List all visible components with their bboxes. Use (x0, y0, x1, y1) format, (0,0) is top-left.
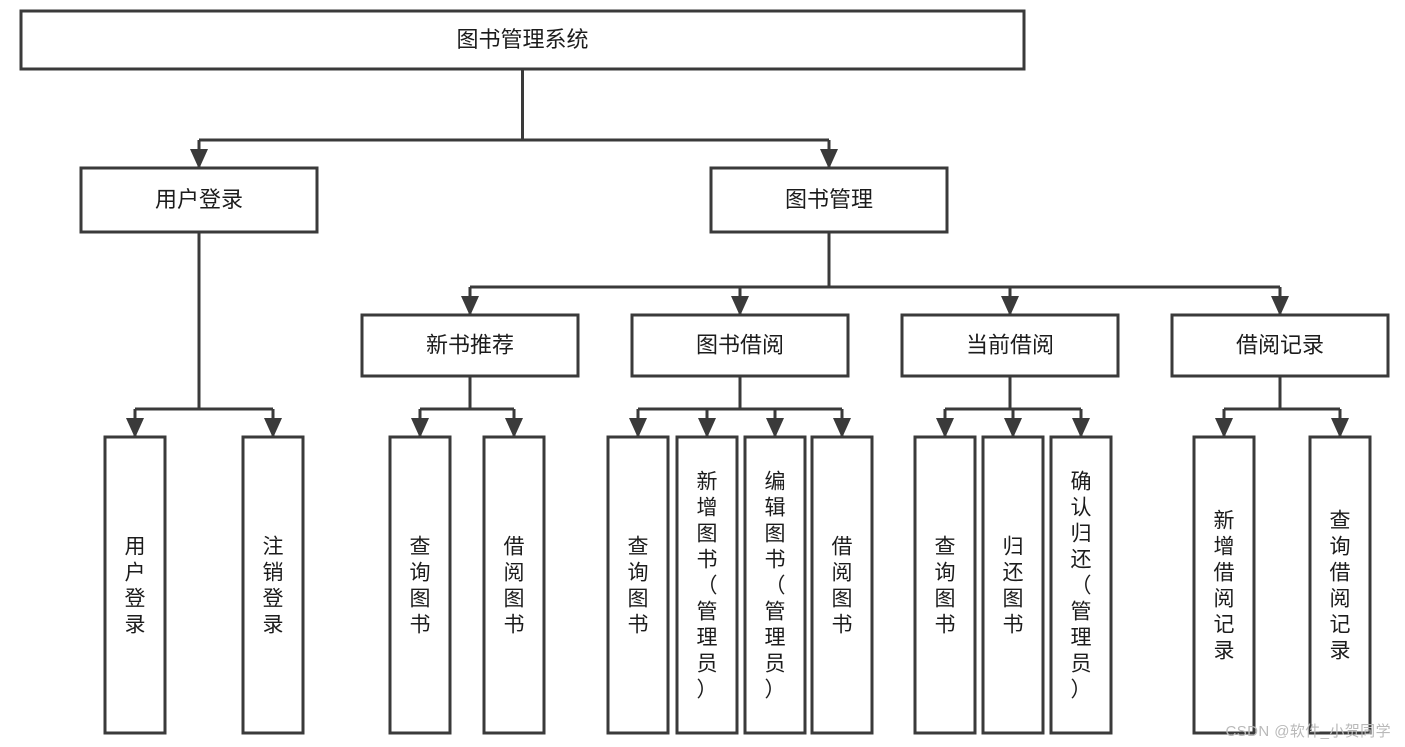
arrow-head-icon (698, 418, 716, 438)
arrow-head-icon (936, 418, 954, 438)
node-box-new-book-rec (360, 313, 580, 378)
node-label-book-borrow: 图书借阅 (696, 332, 784, 357)
node-box-leaf-add-book (675, 435, 739, 735)
node-label-borrow-record: 借阅记录 (1236, 332, 1324, 357)
node-leaf-edit-book[interactable]: 编辑图书（管理员） (743, 435, 807, 735)
csdn-watermark: CSDN @软件_小贺同学 (1225, 723, 1391, 740)
node-box-leaf-borrow-book-2 (810, 435, 874, 735)
node-label-leaf-user-logout: 注销登录 (263, 535, 284, 636)
node-label-leaf-query-record: 查询借阅记录 (1330, 509, 1351, 662)
node-label-leaf-borrow-book-1: 借阅图书 (504, 535, 525, 636)
node-label-leaf-query-book-2: 查询图书 (628, 535, 649, 636)
node-leaf-user-login[interactable]: 用户登录 (103, 435, 167, 735)
node-label-leaf-edit-book: 编辑图书（管理员） (765, 470, 786, 701)
arrow-head-icon (1215, 418, 1233, 438)
node-label-leaf-borrow-book-2: 借阅图书 (832, 535, 853, 636)
node-user-login[interactable]: 用户登录 (79, 166, 319, 234)
node-new-book-rec[interactable]: 新书推荐 (360, 313, 580, 378)
node-leaf-user-logout[interactable]: 注销登录 (241, 435, 305, 735)
node-leaf-query-book-1[interactable]: 查询图书 (388, 435, 452, 735)
node-label-current-borrow: 当前借阅 (966, 332, 1054, 357)
node-leaf-query-book-2[interactable]: 查询图书 (606, 435, 670, 735)
arrow-head-icon (766, 418, 784, 438)
node-box-leaf-query-book-3 (913, 435, 977, 735)
node-box-leaf-edit-book (743, 435, 807, 735)
node-label-leaf-user-login: 用户登录 (125, 535, 146, 636)
node-label-book-manage: 图书管理 (785, 187, 873, 212)
node-box-leaf-add-record (1192, 435, 1256, 735)
node-box-borrow-record (1170, 313, 1390, 378)
node-box-leaf-user-login (103, 435, 167, 735)
arrow-head-icon (1004, 418, 1022, 438)
node-book-borrow[interactable]: 图书借阅 (630, 313, 850, 378)
node-label-leaf-query-book-3: 查询图书 (935, 535, 956, 636)
arrow-head-icon (264, 418, 282, 438)
node-box-current-borrow (900, 313, 1120, 378)
node-leaf-add-record[interactable]: 新增借阅记录 (1192, 435, 1256, 735)
node-leaf-query-book-3[interactable]: 查询图书 (913, 435, 977, 735)
node-leaf-confirm-return[interactable]: 确认归还（管理员） (1049, 435, 1113, 735)
arrow-head-icon (126, 418, 144, 438)
node-label-leaf-return-book: 归还图书 (1003, 535, 1024, 636)
arrow-head-icon (411, 418, 429, 438)
node-box-book-manage (709, 166, 949, 234)
node-leaf-borrow-book-2[interactable]: 借阅图书 (810, 435, 874, 735)
node-leaf-borrow-book-1[interactable]: 借阅图书 (482, 435, 546, 735)
arrow-head-icon (1331, 418, 1349, 438)
node-label-leaf-confirm-return: 确认归还（管理员） (1071, 470, 1092, 701)
node-book-manage[interactable]: 图书管理 (709, 166, 949, 234)
node-box-leaf-query-book-2 (606, 435, 670, 735)
arrow-head-icon (820, 149, 838, 169)
node-box-root (19, 9, 1026, 71)
arrow-head-icon (629, 418, 647, 438)
arrow-head-icon (731, 296, 749, 316)
node-label-leaf-query-book-1: 查询图书 (410, 535, 431, 636)
node-box-leaf-query-record (1308, 435, 1372, 735)
arrow-head-icon (505, 418, 523, 438)
arrow-head-icon (1001, 296, 1019, 316)
node-box-leaf-query-book-1 (388, 435, 452, 735)
arrow-head-icon (1271, 296, 1289, 316)
arrow-head-icon (833, 418, 851, 438)
node-box-book-borrow (630, 313, 850, 378)
node-leaf-query-record[interactable]: 查询借阅记录 (1308, 435, 1372, 735)
node-leaf-return-book[interactable]: 归还图书 (981, 435, 1045, 735)
node-borrow-record[interactable]: 借阅记录 (1170, 313, 1390, 378)
node-label-root: 图书管理系统 (456, 27, 588, 52)
node-label-leaf-add-book: 新增图书（管理员） (697, 470, 718, 701)
arrow-head-icon (1072, 418, 1090, 438)
node-label-new-book-rec: 新书推荐 (426, 332, 514, 357)
node-label-user-login: 用户登录 (155, 187, 243, 212)
node-box-leaf-user-logout (241, 435, 305, 735)
node-box-leaf-confirm-return (1049, 435, 1113, 735)
node-root[interactable]: 图书管理系统 (19, 9, 1026, 71)
connector-layer (126, 69, 1349, 438)
arrow-head-icon (190, 149, 208, 169)
node-label-leaf-add-record: 新增借阅记录 (1214, 509, 1235, 662)
node-layer: 图书管理系统用户登录用户登录注销登录图书管理新书推荐查询图书借阅图书图书借阅查询… (19, 9, 1390, 735)
node-box-leaf-borrow-book-1 (482, 435, 546, 735)
node-leaf-add-book[interactable]: 新增图书（管理员） (675, 435, 739, 735)
arrow-head-icon (461, 296, 479, 316)
node-box-user-login (79, 166, 319, 234)
node-box-leaf-return-book (981, 435, 1045, 735)
node-current-borrow[interactable]: 当前借阅 (900, 313, 1120, 378)
